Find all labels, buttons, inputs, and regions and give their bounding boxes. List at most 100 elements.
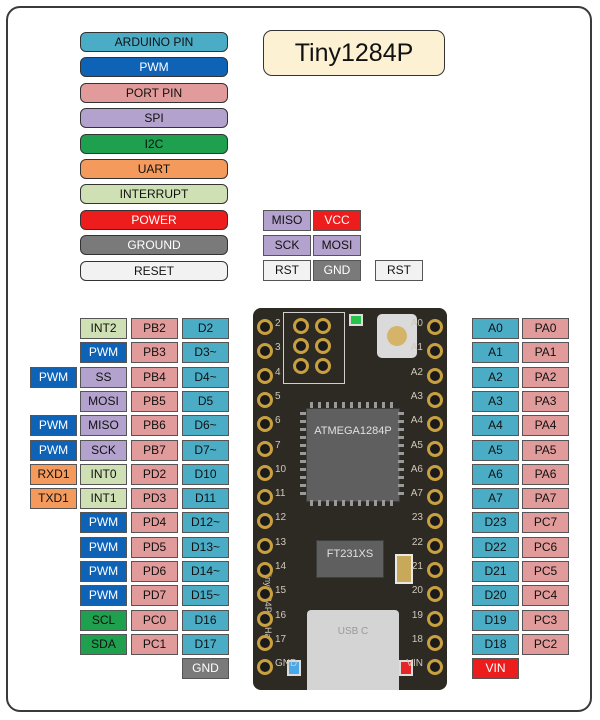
left-pin-label: PD3: [131, 488, 178, 510]
chip-pin: [358, 402, 361, 408]
left-silk-label: 17: [275, 633, 287, 645]
right-pin-label: PA4: [522, 415, 569, 437]
left-pin-label: INT1: [80, 488, 127, 510]
right-header-pin: [427, 586, 443, 603]
right-pin-label: PA0: [522, 318, 569, 339]
chip-pin: [342, 500, 345, 506]
left-pin-label: D5: [182, 390, 229, 412]
chip-pin: [350, 402, 353, 408]
chip-pin: [310, 500, 313, 506]
chip-pin: [318, 402, 321, 408]
right-header-pin: [427, 562, 443, 578]
right-pin-label: A5: [472, 439, 519, 461]
right-silk-label: A5: [410, 439, 423, 451]
board-silk-text: Tiny1284P by Hari: [263, 570, 273, 644]
left-silk-label: 6: [275, 415, 281, 427]
chip-pin: [318, 500, 321, 506]
right-pin-label: PA1: [522, 342, 569, 364]
chip-pin: [398, 460, 404, 463]
left-pin-label: MISO: [80, 415, 127, 437]
left-silk-label: 16: [275, 609, 287, 621]
left-silk-label: GND: [275, 658, 298, 670]
right-pin-label: PA6: [522, 463, 569, 485]
left-pin-label: PB4: [131, 366, 178, 388]
right-silk-label: A2: [410, 366, 423, 378]
chip-pin: [398, 452, 404, 455]
right-pin-label: PC7: [522, 512, 569, 534]
right-pin-label: D21: [472, 561, 519, 582]
chip-pin: [300, 460, 306, 463]
left-pin-label: D2: [182, 318, 229, 339]
left-header-pin: [257, 537, 273, 554]
icsp-label: MOSI: [313, 235, 361, 256]
right-silk-label: 22: [411, 536, 423, 548]
left-pin-label: PC1: [131, 633, 178, 655]
chip-pin: [300, 492, 306, 495]
chip-pin: [300, 452, 306, 455]
right-silk-label: 21: [411, 561, 423, 572]
reset-button: [377, 314, 417, 358]
legend-item: GROUND: [80, 235, 228, 256]
legend-item: INTERRUPT: [80, 184, 228, 205]
left-header-pin: [257, 416, 273, 433]
icsp-label: MISO: [263, 210, 311, 231]
left-silk-label: 2: [275, 318, 281, 329]
right-pin-label: PC2: [522, 633, 569, 655]
left-pin-label: PB2: [131, 318, 178, 339]
usb-c-connector: USB C: [307, 610, 399, 690]
left-pin-label: PWM: [80, 536, 127, 558]
left-silk-label: 7: [275, 439, 281, 451]
right-silk-label: 19: [411, 609, 423, 621]
left-pin-label: D15~: [182, 585, 229, 607]
left-pin-label: SCK: [80, 439, 127, 461]
right-header-pin: [427, 634, 443, 651]
right-header-pin: [427, 464, 443, 481]
crystal: [395, 554, 413, 584]
chip-pin: [300, 444, 306, 447]
chip-pin: [326, 500, 329, 506]
chip-pin: [334, 402, 337, 408]
chip-pin: [300, 420, 306, 423]
chip-pin: [300, 484, 306, 487]
chip-pin: [300, 468, 306, 471]
left-silk-label: 12: [275, 512, 287, 524]
right-pin-label: PC4: [522, 585, 569, 607]
right-silk-label: A3: [410, 390, 423, 402]
legend-item: PWM: [80, 57, 228, 78]
left-pin-label: GND: [182, 658, 229, 680]
right-header-pin: [427, 367, 443, 384]
left-pin-label: PD2: [131, 463, 178, 485]
right-silk-label: A0: [410, 318, 423, 329]
status-led-red: [399, 660, 413, 676]
chip-pin: [334, 500, 337, 506]
chip-pin: [398, 468, 404, 471]
right-header-pin: [427, 610, 443, 627]
legend-item: SPI: [80, 108, 228, 129]
left-pin-label: D12~: [182, 512, 229, 534]
left-header-pin: [257, 391, 273, 408]
left-pin-label: D17: [182, 633, 229, 655]
chip-pin: [398, 428, 404, 431]
chip-pin: [374, 500, 377, 506]
legend-item: I2C: [80, 133, 228, 154]
chip-pin: [398, 412, 404, 415]
chip-pin: [398, 444, 404, 447]
chip-pin: [310, 402, 313, 408]
right-pin-label: A0: [472, 318, 519, 339]
left-pin-label: PB5: [131, 390, 178, 412]
right-silk-label: A6: [410, 463, 423, 475]
chip-pin: [366, 402, 369, 408]
icsp-label: VCC: [313, 210, 361, 231]
left-pin-label: D13~: [182, 536, 229, 558]
left-pin-label: INT2: [80, 318, 127, 339]
left-pin-label: PWM: [80, 585, 127, 607]
right-header-pin: [427, 489, 443, 506]
icsp-pin: [315, 358, 331, 374]
right-pin-label: VIN: [472, 658, 519, 680]
chip-pin: [300, 412, 306, 415]
left-silk-label: 3: [275, 342, 281, 354]
left-silk-label: 5: [275, 390, 281, 402]
legend-item: POWER: [80, 209, 228, 230]
left-silk-label: 15: [275, 585, 287, 597]
left-header-pin: [257, 464, 273, 481]
